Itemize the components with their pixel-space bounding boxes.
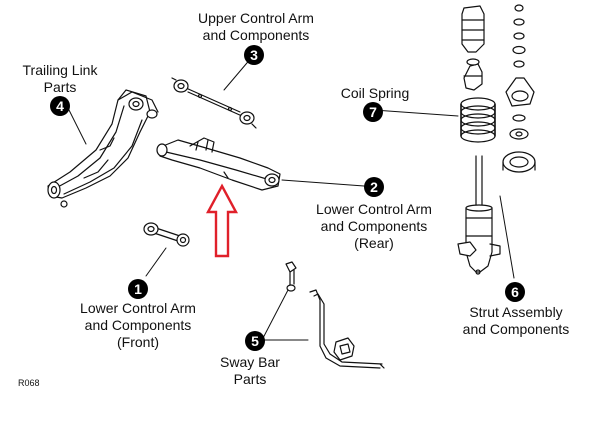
- upper-control-arm-drawing: [171, 77, 257, 129]
- lower-control-arm-rear-label-line-1: Lower Control Arm: [316, 201, 432, 217]
- strut-assembly-label: Strut Assembly and Components: [452, 304, 580, 338]
- sway-bar-label-line-1: Sway Bar: [220, 354, 280, 370]
- lower-control-arm-rear-label-line-2: and Components: [320, 218, 428, 234]
- upper-control-arm-label: Upper Control Arm and Components: [186, 10, 326, 44]
- upper-control-arm-label-line-1: Upper Control Arm: [198, 10, 314, 26]
- coil-spring-drawing: [460, 97, 496, 143]
- callout-badge-4: 4: [50, 96, 70, 116]
- strut-top-hardware-drawing: [461, 4, 536, 173]
- lower-control-arm-rear-drawing: [156, 137, 281, 191]
- strut-body-drawing: [457, 155, 501, 275]
- callout-badge-2: 2: [364, 177, 384, 197]
- upper-control-arm-label-line-2: and Components: [202, 27, 310, 43]
- callout-badge-6: 6: [505, 282, 525, 302]
- lower-control-arm-front-label: Lower Control Arm and Components (Front): [68, 300, 208, 351]
- sway-bar-drawing: [285, 261, 385, 369]
- lower-control-arm-front-label-line-1: Lower Control Arm: [80, 300, 196, 316]
- trailing-link-label: Trailing Link Parts: [10, 62, 110, 96]
- lower-control-arm-front-drawing: [143, 222, 190, 247]
- trailing-link-drawing: [47, 89, 159, 208]
- trailing-link-label-line-1: Trailing Link: [22, 62, 98, 78]
- lower-control-arm-front-label-line-3: (Front): [117, 334, 159, 350]
- strut-assembly-label-line-2: and Components: [462, 321, 570, 337]
- callout-badge-3: 3: [244, 45, 264, 65]
- callout-badge-5: 5: [245, 331, 265, 351]
- coil-spring-label: Coil Spring: [330, 85, 420, 102]
- callout-badge-7: 7: [363, 102, 383, 122]
- up-arrow-outline-icon: [205, 183, 239, 258]
- lower-control-arm-rear-label-line-3: (Rear): [354, 235, 394, 251]
- sway-bar-label: Sway Bar Parts: [212, 354, 288, 388]
- lower-control-arm-rear-label: Lower Control Arm and Components (Rear): [306, 201, 442, 252]
- figure-code: R068: [18, 378, 40, 388]
- sway-bar-label-line-2: Parts: [233, 371, 267, 387]
- trailing-link-label-line-2: Parts: [43, 79, 77, 95]
- lower-control-arm-front-label-line-2: and Components: [84, 317, 192, 333]
- coil-spring-label-line-1: Coil Spring: [340, 85, 410, 101]
- strut-assembly-label-line-1: Strut Assembly: [469, 304, 563, 320]
- callout-badge-1: 1: [128, 279, 148, 299]
